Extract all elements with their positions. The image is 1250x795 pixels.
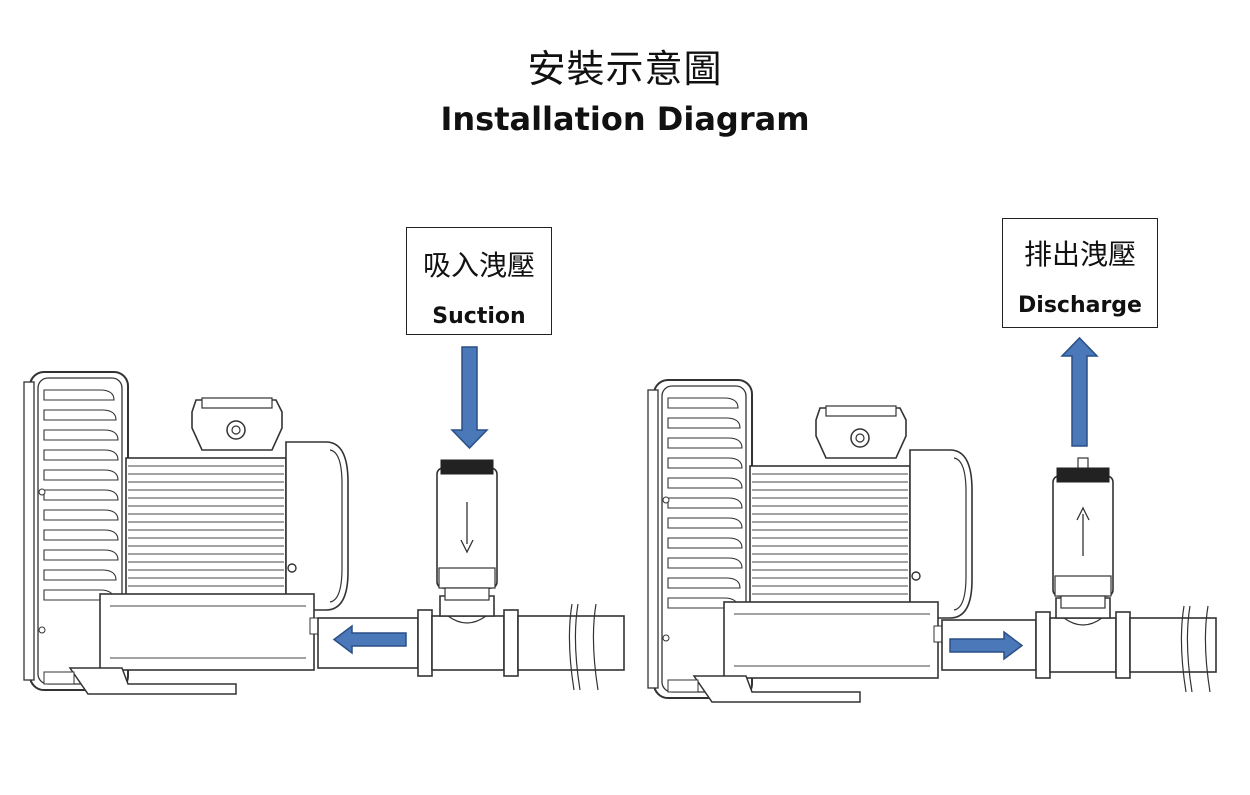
discharge-label-box: 排出洩壓 Discharge bbox=[1002, 218, 1158, 328]
discharge-right-arrow-icon bbox=[949, 630, 1024, 661]
suction-blower-icon bbox=[23, 371, 349, 695]
discharge-blower-icon bbox=[647, 379, 973, 703]
title-english: Installation Diagram bbox=[440, 100, 810, 138]
title-chinese: 安裝示意圖 bbox=[527, 47, 723, 91]
suction-label-box: 吸入洩壓 Suction bbox=[406, 227, 552, 335]
suction-pipe-icon bbox=[317, 595, 625, 691]
discharge-pipe-icon bbox=[941, 597, 1217, 693]
discharge-label-cn: 排出洩壓 bbox=[1023, 238, 1136, 271]
suction-label-en: Suction bbox=[432, 304, 526, 329]
suction-relief-valve-icon bbox=[436, 459, 498, 601]
discharge-relief-valve-icon bbox=[1052, 457, 1114, 609]
suction-down-arrow-icon bbox=[450, 346, 489, 450]
suction-label-cn: 吸入洩壓 bbox=[422, 249, 535, 282]
suction-left-arrow-icon bbox=[332, 624, 407, 655]
discharge-label-en: Discharge bbox=[1018, 293, 1142, 318]
discharge-up-arrow-icon bbox=[1060, 336, 1099, 447]
